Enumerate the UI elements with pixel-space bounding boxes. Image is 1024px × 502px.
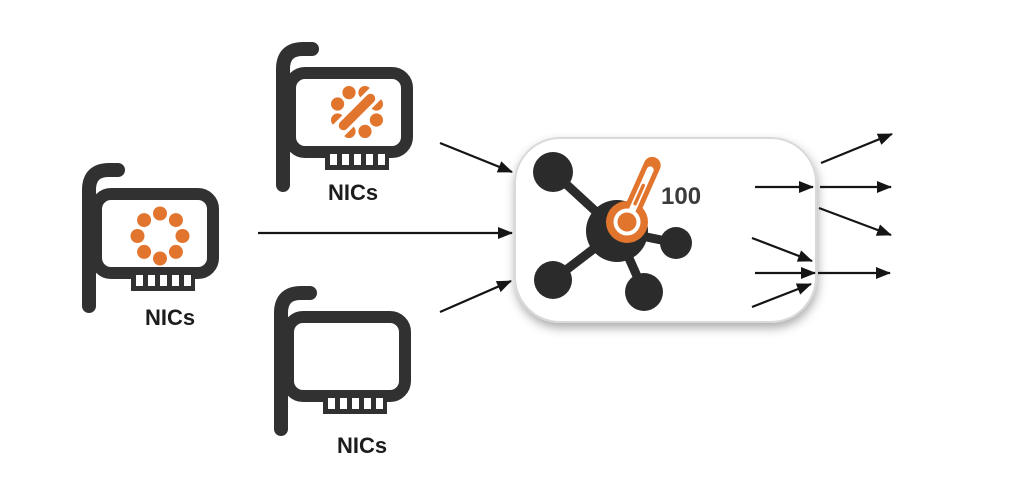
arrow-nic-top-to-hub (439, 141, 513, 174)
nic-bottom-label: NICs (337, 433, 387, 458)
arrow-out-down (818, 206, 892, 237)
nic-middle-label: NICs (145, 305, 195, 330)
nic-card-icon (89, 170, 213, 306)
arrow-converge-lower (751, 282, 812, 309)
nic-card-dots-slash-icon (331, 86, 383, 138)
arrow-nic-bottom-to-hub (439, 279, 512, 314)
thermometer-icon (606, 156, 661, 243)
arrow-converge-upper (751, 236, 813, 263)
nic-top-label: NICs (328, 180, 378, 205)
nic-card-plain-icon (281, 293, 405, 429)
nic-bottom-node: NICs (281, 293, 405, 458)
nic-top-node: NICs (283, 49, 407, 205)
hub-box-background (514, 137, 817, 323)
hub-internal-arrows (751, 181, 816, 309)
outbound-arrows (818, 132, 893, 279)
hub-temperature-value: 100 (661, 183, 701, 210)
nic-middle-node: NICs (89, 170, 213, 330)
hub-box: 100 (514, 137, 817, 323)
inbound-arrows (258, 141, 513, 314)
arrow-out-up (820, 132, 893, 165)
nic-card-dots-ring-icon (130, 206, 190, 266)
